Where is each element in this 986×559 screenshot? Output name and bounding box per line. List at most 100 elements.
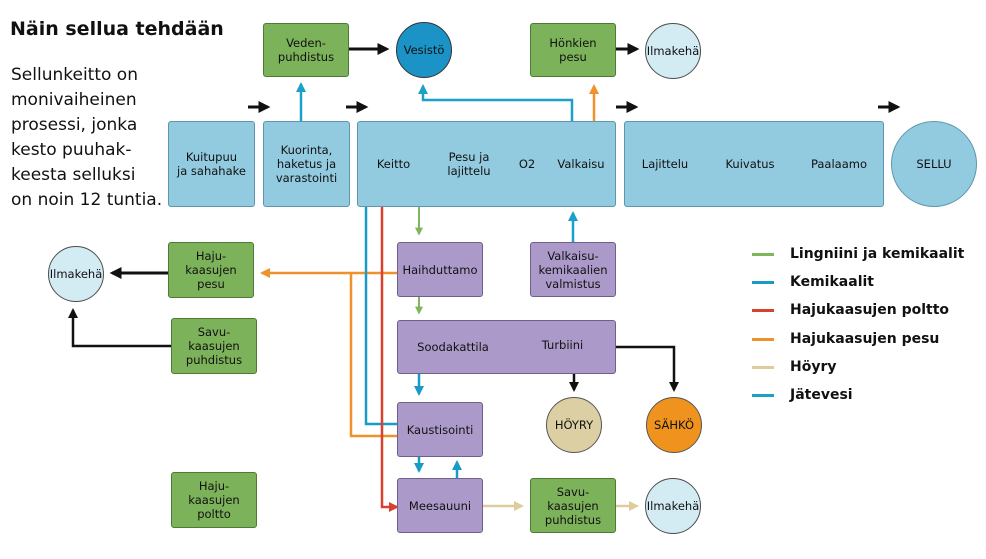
page-title: Näin sellua tehdään	[10, 18, 224, 40]
cell-label: Turbiini	[541, 338, 584, 352]
intro-line: kesto puuhak-	[11, 140, 132, 160]
haihduttamo-box: Haihduttamo	[397, 242, 483, 297]
legend-swatch	[752, 280, 774, 284]
vesisto-circle: Vesistö	[396, 22, 452, 78]
sahko-circle: SÄHKÖ	[646, 397, 702, 453]
box-label: valmistus	[545, 276, 601, 291]
intro-line: Sellunkeitto on	[11, 65, 138, 85]
keitto-group-box	[357, 121, 616, 207]
box-label: puhdistus	[277, 50, 335, 64]
legend-label: Hajukaasujen pesu	[790, 331, 940, 347]
meesauuni-box: Meesauuni	[397, 478, 483, 533]
box-label: ja sahahake	[177, 164, 246, 178]
cell-label: lajittelu	[447, 164, 491, 178]
circle-label: Ilmakehä	[646, 499, 700, 513]
kaustisointi-to-keitto	[364, 207, 397, 426]
intro-line: keesta selluksi	[11, 165, 136, 185]
legend-label: Jätevesi	[790, 387, 853, 403]
circle-label: Vesistö	[403, 43, 445, 57]
turbiini-to-sahko	[616, 345, 679, 392]
legend-item: Lingniini ja kemikaalit	[752, 246, 964, 262]
box-label: Veden-	[286, 36, 326, 50]
cell-label: O2	[518, 157, 536, 171]
intro-line: prosessi, jonka	[11, 115, 138, 135]
keitto-cell: Keitto	[357, 121, 430, 207]
paalaamo-cell: Paalaamo	[794, 121, 884, 207]
legend-item: Hajukaasujen poltto	[752, 302, 949, 318]
keitto-poltto-to-meesauuni	[380, 207, 399, 512]
intro-line: on noin 12 tuntia.	[11, 190, 163, 210]
o2-cell: O2	[508, 121, 546, 207]
legend-item: Höyry	[752, 359, 837, 375]
cell-label: Lajittelu	[641, 157, 689, 171]
box-label: Haju-	[198, 479, 230, 493]
legend-item: Jätevesi	[752, 387, 853, 403]
legend-label: Höyry	[790, 359, 837, 375]
box-label: poltto	[197, 507, 231, 521]
box-label: Kaustisointi	[406, 422, 474, 437]
legend-swatch	[752, 337, 774, 341]
legend-label: Kemikaalit	[790, 274, 874, 290]
legend-label: Hajukaasujen poltto	[790, 302, 950, 318]
soodakattila-cell: Soodakattila	[397, 320, 509, 374]
cell-label: Keitto	[376, 157, 411, 171]
box-label: Kuitupuu	[185, 150, 238, 164]
box-label: pesu	[559, 50, 587, 64]
vedenpuhdistus-box: Veden-puhdistus	[263, 23, 349, 77]
legend-label: Lingniini ja kemikaalit	[790, 246, 965, 262]
soodakattila-group-box	[397, 320, 616, 374]
box-label: kaasujen	[185, 263, 237, 277]
box-label: kemikaalien	[538, 262, 608, 277]
box-label: Kuorinta,	[280, 143, 333, 157]
box-label: Hönkien	[549, 36, 597, 50]
ilmakeha-left-circle: Ilmakehä	[48, 246, 104, 302]
cell-label: Soodakattila	[417, 340, 489, 354]
box-label: Haihduttamo	[402, 262, 478, 277]
legend-item: Hajukaasujen pesu	[752, 331, 939, 347]
intro-text: Sellunkeitto on monivaiheinen prosessi, …	[11, 63, 163, 213]
box-label: kaasujen	[188, 339, 240, 353]
circle-label: Ilmakehä	[646, 44, 700, 58]
legend-swatch	[752, 393, 774, 397]
box-label: haketus ja	[276, 157, 337, 171]
cell-label: Paalaamo	[810, 157, 868, 171]
legend-swatch	[752, 365, 774, 369]
lajittelu-group-box	[624, 121, 884, 207]
box-label: puhdistus	[544, 512, 602, 527]
box-label: Savu-	[197, 325, 231, 339]
valkaisu-to-vesisto	[418, 84, 574, 121]
circle-label: HÖYRY	[554, 418, 594, 432]
cell-label: Kuivatus	[725, 157, 775, 171]
circle-label: Ilmakehä	[49, 267, 103, 281]
box-label: Valkaisu-	[547, 248, 599, 263]
sellu-circle: SELLU	[891, 121, 977, 207]
circle-label: SELLU	[916, 157, 952, 171]
intro-line: monivaiheinen	[11, 90, 137, 110]
valkaisu-cell: Valkaisu	[546, 121, 616, 207]
box-label: kaasujen	[188, 493, 240, 507]
lajittelu-cell: Lajittelu	[624, 121, 706, 207]
turbiini-cell: Turbiini	[509, 318, 616, 372]
box-label: varastointi	[275, 171, 338, 185]
circle-label: SÄHKÖ	[654, 418, 694, 432]
savu-to-ilmakeha	[68, 308, 171, 348]
box-label: Meesauuni	[408, 498, 472, 513]
box-label: pesu	[197, 277, 225, 291]
cell-label: Pesu ja	[448, 150, 490, 164]
cell-label: Valkaisu	[557, 157, 605, 171]
box-label: Haju-	[195, 249, 227, 263]
kaustisointi-box: Kaustisointi	[397, 402, 483, 457]
legend-swatch	[752, 308, 774, 312]
box-label: puhdistus	[185, 353, 243, 367]
box-label: kaasujen	[547, 498, 599, 513]
box-label: Savu-	[556, 484, 590, 499]
